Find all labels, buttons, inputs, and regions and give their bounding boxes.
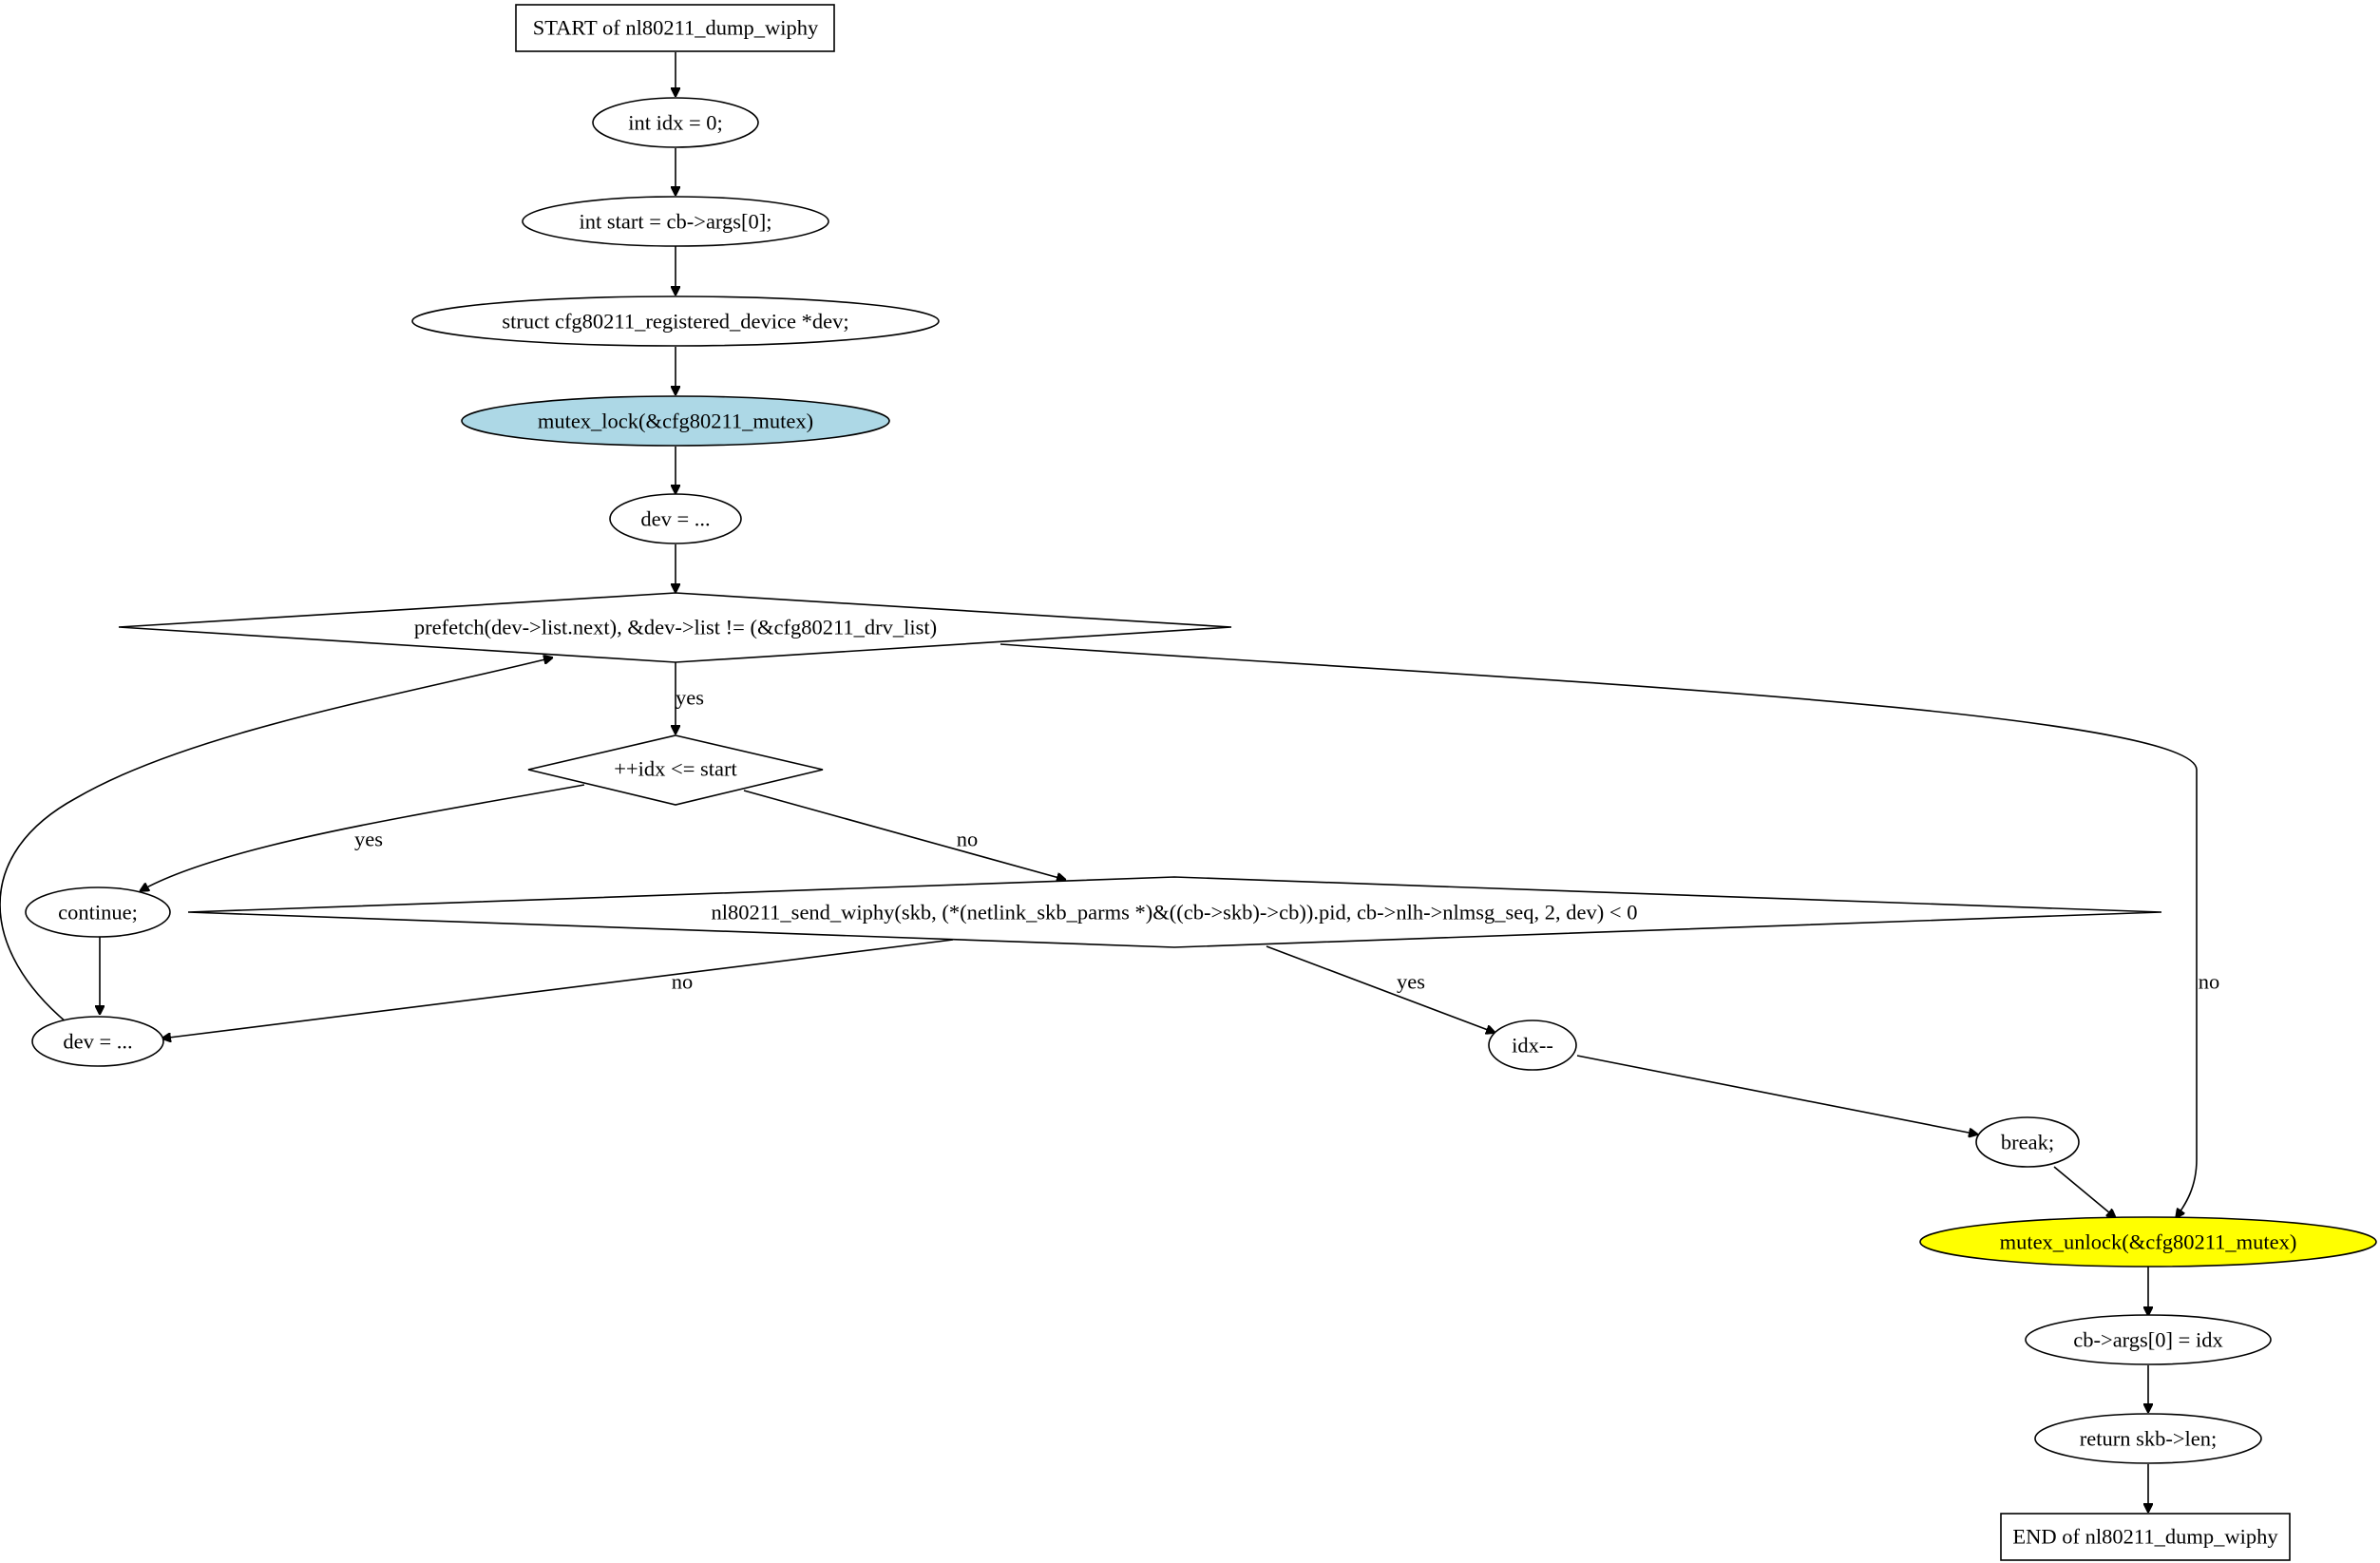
node-args-assign-label: cb->args[0] = idx: [2073, 1328, 2222, 1352]
node-idx-cond-label: ++idx <= start: [614, 757, 737, 781]
node-break-ellipse: [1975, 1116, 2080, 1168]
node-start-label: START of nl80211_dump_wiphy: [533, 16, 819, 40]
node-idx-cond-diamond: [527, 734, 824, 806]
edge-label-loop-no: no: [2199, 970, 2220, 994]
node-return-label: return skb->len;: [2080, 1427, 2218, 1451]
node-continue: continue;: [25, 886, 171, 938]
node-idx-dec-ellipse: [1488, 1020, 1577, 1071]
node-mutex-unlock: mutex_unlock(&cfg80211_mutex): [1919, 1216, 2377, 1268]
node-loop-cond: prefetch(dev->list.next), &dev->list != …: [118, 592, 1232, 663]
node-start-box: [515, 4, 835, 52]
edge-break-to-mutex-unlock: [2053, 1166, 2116, 1218]
node-break-label: break;: [2001, 1131, 2054, 1154]
node-start-init-label: int start = cb->args[0];: [579, 210, 771, 234]
node-dev-assign-1-label: dev = ...: [640, 507, 710, 531]
edge-idx-dec-to-break: [1576, 1055, 1978, 1134]
node-mutex-unlock-ellipse: [1919, 1216, 2377, 1268]
node-return: return skb->len;: [2034, 1413, 2262, 1464]
node-return-ellipse: [2034, 1413, 2262, 1464]
node-dev-decl: struct cfg80211_registered_device *dev;: [411, 295, 940, 347]
node-idx-init: int idx = 0;: [592, 97, 759, 148]
node-idx-init-ellipse: [592, 97, 759, 148]
node-loop-cond-diamond: [118, 592, 1232, 663]
node-continue-label: continue;: [58, 901, 138, 924]
node-end: END of nl80211_dump_wiphy: [2000, 1513, 2291, 1561]
node-dev-assign-2: dev = ...: [31, 1016, 164, 1067]
node-mutex-lock-label: mutex_lock(&cfg80211_mutex): [538, 410, 813, 433]
edge-label-idx-no: no: [957, 828, 979, 851]
edge-send-cond-to-idx-dec: [1266, 945, 1495, 1033]
node-dev-assign-1-ellipse: [609, 493, 742, 544]
node-dev-decl-ellipse: [411, 295, 940, 347]
edge-label-loop-yes: yes: [676, 686, 704, 710]
edge-idx-cond-to-send-cond: [743, 790, 1066, 880]
edge-label-idx-yes: yes: [354, 828, 383, 851]
node-send-cond-label: nl80211_send_wiphy(skb, (*(netlink_skb_p…: [712, 901, 1638, 924]
node-idx-dec-label: idx--: [1512, 1034, 1553, 1058]
edge-label-send-yes: yes: [1397, 970, 1425, 994]
node-end-box: [2000, 1513, 2291, 1561]
node-send-cond: nl80211_send_wiphy(skb, (*(netlink_skb_p…: [187, 876, 2162, 948]
edge-dev-assign-2-to-loop-cond: [0, 658, 553, 1023]
node-dev-assign-2-label: dev = ...: [63, 1030, 132, 1054]
node-args-assign-ellipse: [2025, 1314, 2272, 1365]
node-idx-dec: idx--: [1488, 1020, 1577, 1071]
node-end-label: END of nl80211_dump_wiphy: [2012, 1525, 2278, 1549]
node-break: break;: [1975, 1116, 2080, 1168]
node-mutex-unlock-label: mutex_unlock(&cfg80211_mutex): [2000, 1230, 2297, 1254]
edge-labels: yes yes no no yes no: [354, 686, 2219, 994]
node-dev-assign-2-ellipse: [31, 1016, 164, 1067]
node-loop-cond-label: prefetch(dev->list.next), &dev->list != …: [414, 616, 937, 639]
node-idx-init-label: int idx = 0;: [628, 111, 723, 135]
node-args-assign: cb->args[0] = idx: [2025, 1314, 2272, 1365]
edges: [0, 52, 2198, 1513]
node-dev-decl-label: struct cfg80211_registered_device *dev;: [502, 310, 848, 334]
node-start: START of nl80211_dump_wiphy: [515, 4, 835, 52]
node-mutex-lock: mutex_lock(&cfg80211_mutex): [461, 395, 890, 447]
edge-loop-cond-to-mutex-unlock: [1000, 643, 2198, 1218]
edge-idx-cond-to-continue: [140, 784, 585, 891]
node-dev-assign-1: dev = ...: [609, 493, 742, 544]
node-idx-cond: ++idx <= start: [527, 734, 824, 806]
edge-send-cond-to-dev-assign-2: [162, 939, 954, 1039]
node-send-cond-diamond: [187, 876, 2162, 948]
edge-label-send-no: no: [672, 970, 694, 994]
node-start-init-ellipse: [522, 196, 829, 247]
node-start-init: int start = cb->args[0];: [522, 196, 829, 247]
node-continue-ellipse: [25, 886, 171, 938]
node-mutex-lock-ellipse: [461, 395, 890, 447]
